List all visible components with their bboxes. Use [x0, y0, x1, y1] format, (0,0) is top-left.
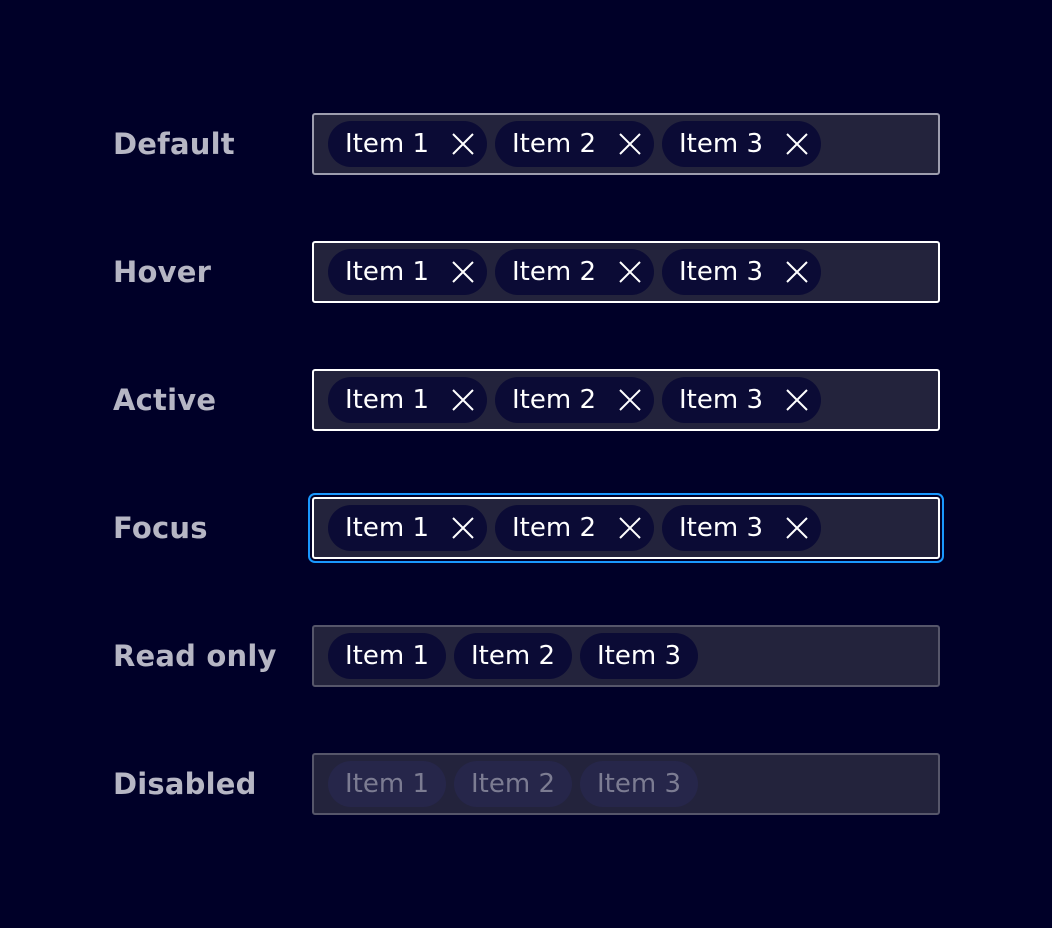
close-icon[interactable] — [618, 388, 642, 412]
chip: Item 3 — [662, 505, 821, 551]
chip-label: Item 2 — [512, 385, 596, 415]
chip-label: Item 2 — [512, 257, 596, 287]
chip: Item 2 — [454, 633, 572, 679]
chip-label: Item 1 — [345, 257, 429, 287]
chip-label: Item 1 — [345, 385, 429, 415]
chip-label: Item 1 — [345, 129, 429, 159]
state-label: Focus — [113, 511, 208, 545]
chip-label: Item 2 — [512, 129, 596, 159]
close-icon[interactable] — [785, 516, 809, 540]
chip: Item 1 — [328, 761, 446, 807]
chip: Item 3 — [662, 121, 821, 167]
close-icon[interactable] — [451, 388, 475, 412]
state-label: Hover — [113, 255, 212, 289]
state-row-focus: Focus Item 1 Item 2 Item 3 — [0, 496, 1052, 560]
chip-input-disabled: Item 1 Item 2 Item 3 — [312, 753, 940, 815]
close-icon[interactable] — [451, 516, 475, 540]
state-row-active: Active Item 1 Item 2 Item 3 — [0, 368, 1052, 432]
chip: Item 2 — [495, 121, 654, 167]
chip: Item 1 — [328, 377, 487, 423]
close-icon[interactable] — [618, 260, 642, 284]
chip-label: Item 2 — [512, 513, 596, 543]
chip: Item 3 — [662, 249, 821, 295]
chip-label: Item 3 — [679, 513, 763, 543]
chip: Item 2 — [454, 761, 572, 807]
chip: Item 1 — [328, 633, 446, 679]
close-icon[interactable] — [618, 132, 642, 156]
chip-label: Item 1 — [345, 641, 429, 671]
chip-input-readonly: Item 1 Item 2 Item 3 — [312, 625, 940, 687]
chip: Item 2 — [495, 377, 654, 423]
state-label: Disabled — [113, 767, 257, 801]
chip: Item 3 — [580, 633, 698, 679]
close-icon[interactable] — [451, 132, 475, 156]
chip-input-active[interactable]: Item 1 Item 2 Item 3 — [312, 369, 940, 431]
chip-input-focus[interactable]: Item 1 Item 2 Item 3 — [312, 497, 940, 559]
state-row-readonly: Read only Item 1 Item 2 Item 3 — [0, 624, 1052, 688]
chip: Item 2 — [495, 249, 654, 295]
close-icon[interactable] — [785, 260, 809, 284]
chip-label: Item 3 — [679, 129, 763, 159]
close-icon[interactable] — [618, 516, 642, 540]
chip: Item 3 — [662, 377, 821, 423]
chip-label: Item 2 — [471, 769, 555, 799]
close-icon[interactable] — [785, 388, 809, 412]
chip: Item 1 — [328, 121, 487, 167]
close-icon[interactable] — [451, 260, 475, 284]
chip-label: Item 3 — [679, 385, 763, 415]
state-row-disabled: Disabled Item 1 Item 2 Item 3 — [0, 752, 1052, 816]
state-label: Read only — [113, 639, 277, 673]
chip-label: Item 3 — [597, 641, 681, 671]
state-row-hover: Hover Item 1 Item 2 Item 3 — [0, 240, 1052, 304]
chip-label: Item 3 — [597, 769, 681, 799]
state-row-default: Default Item 1 Item 2 Item 3 — [0, 112, 1052, 176]
chip: Item 2 — [495, 505, 654, 551]
close-icon[interactable] — [785, 132, 809, 156]
chip-label: Item 3 — [679, 257, 763, 287]
chip: Item 1 — [328, 249, 487, 295]
state-label: Active — [113, 383, 217, 417]
chip-label: Item 1 — [345, 513, 429, 543]
chip: Item 1 — [328, 505, 487, 551]
chip-label: Item 1 — [345, 769, 429, 799]
chip-label: Item 2 — [471, 641, 555, 671]
chip-input-hover[interactable]: Item 1 Item 2 Item 3 — [312, 241, 940, 303]
chip-input-default[interactable]: Item 1 Item 2 Item 3 — [312, 113, 940, 175]
state-label: Default — [113, 127, 235, 161]
chip: Item 3 — [580, 761, 698, 807]
